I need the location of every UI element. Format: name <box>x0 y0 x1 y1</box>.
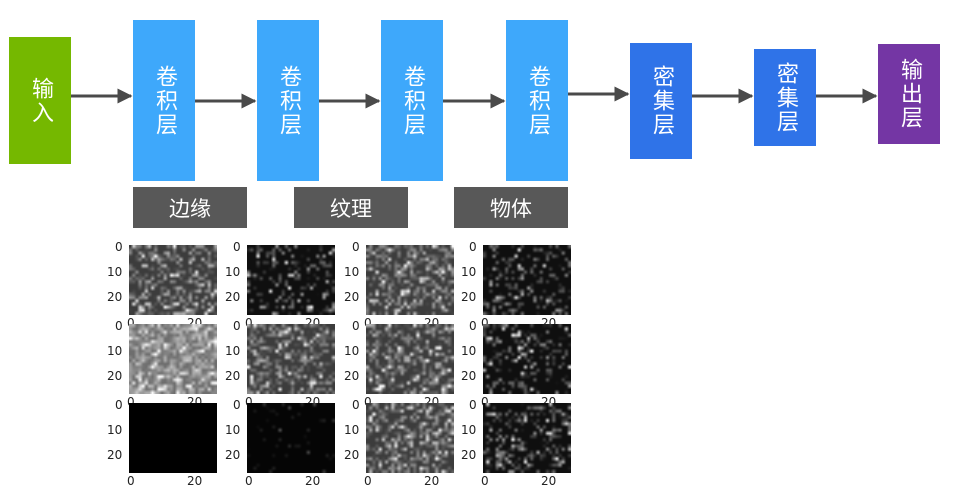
conv-layer-label: 卷积层 <box>152 64 177 137</box>
feature-map-y-tick: 10 <box>107 265 123 279</box>
feature-map-y-tick: 0 <box>233 398 241 412</box>
feature-map <box>247 245 335 315</box>
feature-map-y-tick: 0 <box>233 319 241 333</box>
feature-map-y-tick: 0 <box>352 319 360 333</box>
feature-map-y-tick: 10 <box>225 265 241 279</box>
feature-map-y-tick: 0 <box>115 319 123 333</box>
feature-map-y-tick: 0 <box>115 240 123 254</box>
feature-map-y-tick: 10 <box>107 423 123 437</box>
feature-map-y-tick: 0 <box>352 398 360 412</box>
dense-layer-1: 密集层 <box>630 43 692 159</box>
feature-map <box>129 324 217 394</box>
conv-layer-3: 卷积层 <box>381 20 443 181</box>
feature-map <box>129 403 217 473</box>
feature-map-y-tick: 10 <box>461 344 477 358</box>
feature-map-x-tick: 0 <box>364 316 372 330</box>
conv-layer-4: 卷积层 <box>506 20 568 181</box>
feature-map-x-tick: 20 <box>541 474 557 488</box>
feature-map <box>483 403 571 473</box>
feature-map-y-tick: 10 <box>461 265 477 279</box>
feature-map-y-tick: 20 <box>461 369 477 383</box>
feature-label-objects: 物体 <box>454 187 568 228</box>
feature-map-x-tick: 0 <box>127 474 135 488</box>
feature-map-y-tick: 20 <box>225 369 241 383</box>
feature-map-x-tick: 0 <box>364 395 372 409</box>
feature-label-text: 纹理 <box>330 196 372 221</box>
feature-label-text: 物体 <box>490 196 532 221</box>
feature-map-y-tick: 10 <box>225 344 241 358</box>
feature-map <box>483 245 571 315</box>
feature-map <box>483 324 571 394</box>
feature-label-texture: 纹理 <box>294 187 408 228</box>
feature-map-y-tick: 10 <box>107 344 123 358</box>
feature-map-y-tick: 0 <box>233 240 241 254</box>
input-box: 输入 <box>9 37 71 164</box>
feature-map <box>366 324 454 394</box>
feature-map-y-tick: 0 <box>469 319 477 333</box>
feature-map-x-tick: 0 <box>245 316 253 330</box>
feature-map <box>366 403 454 473</box>
feature-map-x-tick: 0 <box>481 395 489 409</box>
feature-map-x-tick: 0 <box>364 474 372 488</box>
feature-map-x-tick: 20 <box>424 474 440 488</box>
feature-map <box>366 245 454 315</box>
feature-map-y-tick: 20 <box>225 290 241 304</box>
feature-map-y-tick: 20 <box>461 290 477 304</box>
feature-map-y-tick: 0 <box>352 240 360 254</box>
dense-layer-label: 密集层 <box>773 61 798 134</box>
dense-layer-label: 密集层 <box>649 65 674 137</box>
output-box: 输出层 <box>878 44 940 144</box>
feature-map-y-tick: 20 <box>461 448 477 462</box>
feature-map-y-tick: 0 <box>115 398 123 412</box>
feature-map-y-tick: 20 <box>107 290 123 304</box>
feature-map <box>247 324 335 394</box>
conv-layer-label: 卷积层 <box>276 64 301 137</box>
feature-map-y-tick: 0 <box>469 398 477 412</box>
feature-map-y-tick: 20 <box>344 369 360 383</box>
feature-map-y-tick: 20 <box>107 369 123 383</box>
feature-map-y-tick: 10 <box>344 265 360 279</box>
feature-map-y-tick: 10 <box>344 344 360 358</box>
dense-layer-2: 密集层 <box>754 49 816 146</box>
conv-layer-2: 卷积层 <box>257 20 319 181</box>
feature-map-x-tick: 20 <box>305 474 321 488</box>
feature-map-x-tick: 0 <box>481 474 489 488</box>
feature-map-x-tick: 0 <box>245 474 253 488</box>
feature-map-x-tick: 20 <box>187 474 203 488</box>
feature-map-x-tick: 0 <box>127 395 135 409</box>
conv-layer-label: 卷积层 <box>525 64 550 137</box>
feature-map-y-tick: 10 <box>461 423 477 437</box>
conv-layer-1: 卷积层 <box>133 20 195 181</box>
feature-map-y-tick: 20 <box>344 448 360 462</box>
feature-map <box>247 403 335 473</box>
output-label: 输出层 <box>897 58 922 130</box>
input-label: 输入 <box>28 76 53 125</box>
feature-map-y-tick: 20 <box>344 290 360 304</box>
feature-map-x-tick: 0 <box>481 316 489 330</box>
feature-map-y-tick: 20 <box>225 448 241 462</box>
feature-map-y-tick: 0 <box>469 240 477 254</box>
feature-label-text: 边缘 <box>169 196 211 221</box>
conv-layer-label: 卷积层 <box>400 64 425 137</box>
feature-map-y-tick: 10 <box>225 423 241 437</box>
feature-map-y-tick: 10 <box>344 423 360 437</box>
feature-label-edges: 边缘 <box>133 187 247 228</box>
feature-map-x-tick: 0 <box>245 395 253 409</box>
feature-map-y-tick: 20 <box>107 448 123 462</box>
feature-map <box>129 245 217 315</box>
feature-map-x-tick: 0 <box>127 316 135 330</box>
